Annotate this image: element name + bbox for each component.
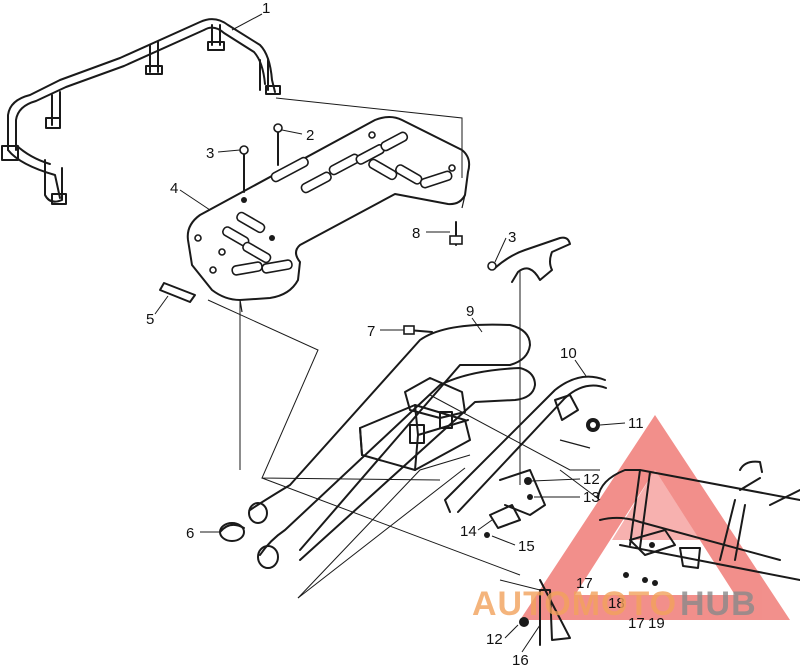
callout-18: 18 — [608, 595, 625, 612]
watermark-brand-part1: AUTOMOTO — [472, 585, 677, 623]
rod-10 — [444, 375, 607, 513]
callout-1: 1 — [262, 0, 270, 17]
callout-17a: 17 — [576, 575, 593, 592]
bracket-3 — [487, 236, 571, 283]
muffler-9 — [248, 323, 536, 569]
assembly-lines — [207, 97, 601, 599]
callout-3a: 3 — [206, 145, 214, 162]
bracket-16 — [539, 579, 571, 646]
callout-3b: 3 — [508, 229, 516, 246]
callout-14: 14 — [460, 523, 477, 540]
callout-11: 11 — [628, 415, 644, 432]
cap-6 — [219, 522, 245, 542]
watermark-brand-part2: HUB — [680, 585, 757, 623]
callout-5: 5 — [146, 311, 154, 328]
callout-10: 10 — [560, 345, 577, 362]
callout-12b: 12 — [486, 631, 503, 648]
callout-16: 16 — [512, 652, 529, 669]
callout-leaders — [154, 13, 626, 653]
callout-19: 19 — [648, 615, 665, 632]
callout-8: 8 — [412, 225, 420, 242]
rack-rail — [1, 18, 281, 205]
callout-2: 2 — [306, 127, 314, 144]
callout-9: 9 — [466, 303, 474, 320]
watermark-text: AUTOMOTO HUB — [472, 585, 757, 623]
frame — [597, 460, 800, 586]
bracket-14 — [484, 469, 546, 538]
callout-17b: 17 — [628, 615, 645, 632]
rack-plate — [186, 116, 471, 313]
callout-6: 6 — [186, 525, 194, 542]
callout-13: 13 — [583, 489, 600, 506]
fasteners — [519, 418, 600, 627]
callout-labels: 1 2 3 4 5 6 7 8 3 9 10 11 12 13 14 15 17… — [146, 0, 665, 669]
callout-7: 7 — [367, 323, 375, 340]
bolt-7 — [403, 325, 433, 335]
callout-12a: 12 — [583, 471, 600, 488]
bolt-8 — [449, 221, 463, 246]
callout-4: 4 — [170, 180, 178, 197]
watermark-triangle-logo — [520, 415, 790, 620]
clip-5 — [159, 282, 196, 303]
callout-15: 15 — [518, 538, 535, 555]
